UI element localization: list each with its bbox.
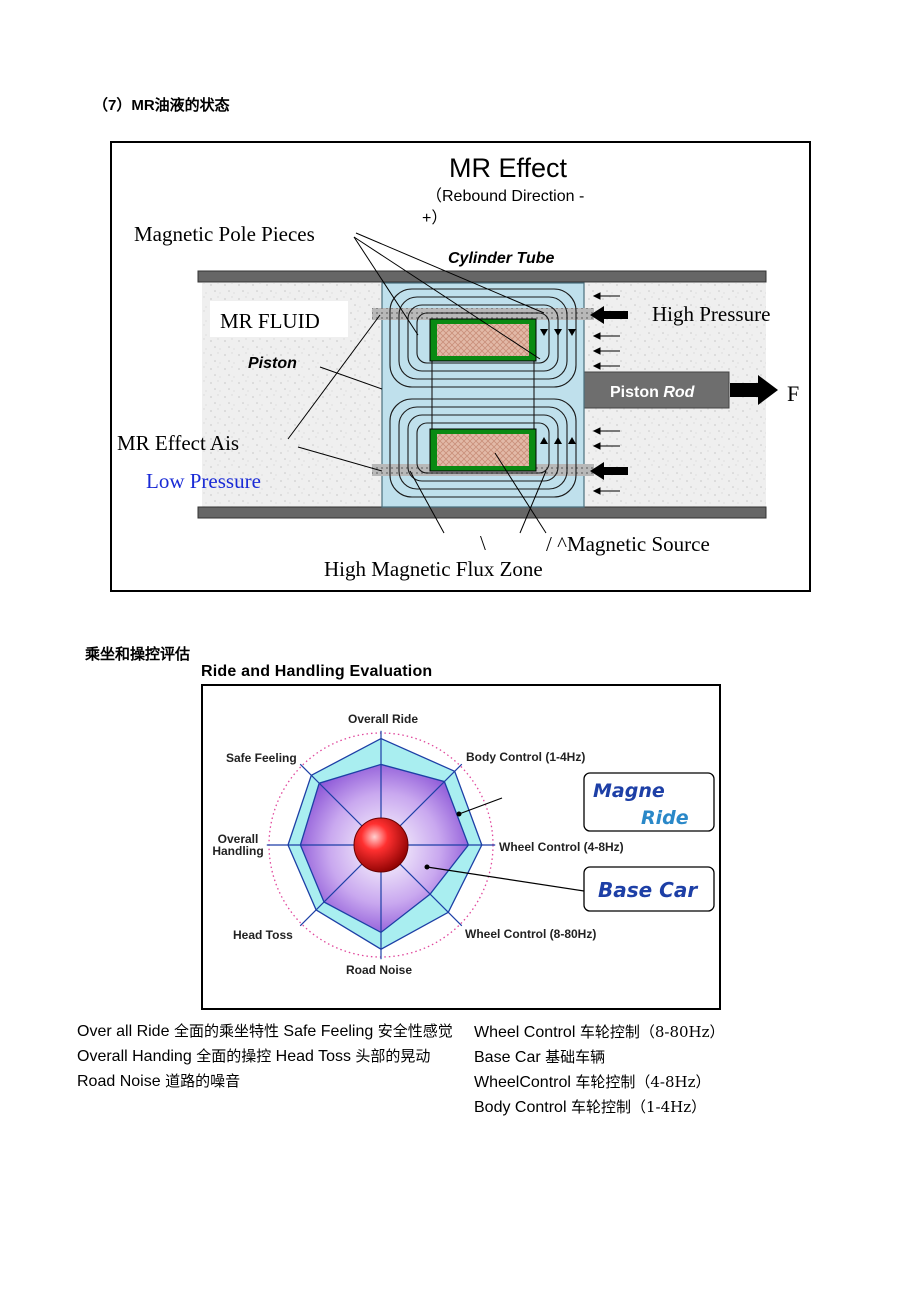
caption-zh-road-noise: 道路的噪音 xyxy=(165,1072,241,1090)
caption-en-overall-handing: Overall Handing xyxy=(77,1048,192,1065)
legend-dot-magneride xyxy=(456,811,462,817)
pressure-arrows xyxy=(592,292,620,495)
axis-head-toss: Head Toss xyxy=(233,928,293,942)
legend-magneride-box xyxy=(583,772,715,832)
radar-center-ball xyxy=(353,817,409,873)
low-pressure-arrow xyxy=(590,462,628,480)
caption-en-overall-ride: Over all Ride xyxy=(77,1023,170,1040)
axis-body-control: Body Control (1-4Hz) xyxy=(466,750,585,764)
caption-line: WheelControl 车轮控制（4-8Hz） xyxy=(474,1070,804,1095)
caption-zh-head-toss: 头部的晃动 xyxy=(355,1047,431,1065)
caption-zh-wheel-control-8-80: 车轮控制（8-80Hz） xyxy=(579,1023,725,1041)
cylinder-wall-top xyxy=(197,270,767,283)
caption-en-safe-feeling: Safe Feeling xyxy=(283,1023,374,1040)
radar-title: Ride and Handling Evaluation xyxy=(201,663,433,680)
force-arrow xyxy=(730,375,778,405)
legend-magneride-text-a: Magne xyxy=(593,780,665,802)
caption-zh-body-control: 车轮控制（1-4Hz） xyxy=(570,1098,707,1116)
label-mr-effect-axis: MR Effect Ais xyxy=(117,431,239,455)
legend-dot-basecar xyxy=(424,864,430,870)
label-magnetic-pole-pieces: Magnetic Pole Pieces xyxy=(134,222,315,246)
label-low-pressure: Low Pressure xyxy=(146,469,261,493)
leader-lines xyxy=(287,232,547,534)
caption-en-road-noise: Road Noise xyxy=(77,1073,161,1090)
caption-zh-overall-handing: 全面的操控 xyxy=(196,1047,272,1065)
axis-wheel-control-4-8: Wheel Control (4-8Hz) xyxy=(499,840,624,854)
legend-magneride-text-b: Ride xyxy=(641,807,689,829)
high-pressure-arrow xyxy=(590,306,628,324)
caption-line: Body Control 车轮控制（1-4Hz） xyxy=(474,1095,804,1120)
ride-handling-radar-chart: Overall Ride Body Control (1-4Hz) Wheel … xyxy=(201,684,721,1010)
cylinder-wall-bottom xyxy=(197,506,767,519)
label-piston: Piston xyxy=(248,355,297,372)
label-piston-rod: Piston Rod xyxy=(610,384,696,401)
legend-basecar-box xyxy=(583,866,715,912)
caption-zh-overall-ride: 全面的乘坐特性 xyxy=(173,1022,279,1040)
caption-zh-safe-feeling: 安全性感觉 xyxy=(377,1022,453,1040)
caption-en-body-control: Body Control xyxy=(474,1099,567,1116)
axis-road-noise: Road Noise xyxy=(346,963,412,977)
caption-zh-wheel-control-4-8: 车轮控制（4-8Hz） xyxy=(575,1073,711,1091)
caption-en-wheel-control-4-8: WheelControl xyxy=(474,1074,571,1091)
legend-connector-magneride xyxy=(458,797,503,815)
caption-en-base-car: Base Car xyxy=(474,1049,541,1066)
axis-overall: Overall xyxy=(218,832,259,846)
label-cylinder-tube: Cylinder Tube xyxy=(448,250,554,267)
label-backslash: \ xyxy=(480,531,486,555)
diagram-title: MR Effect xyxy=(449,153,568,183)
label-high-pressure: High Pressure xyxy=(652,302,770,326)
section-7-title: （7）MR油液的状态 xyxy=(93,97,230,114)
label-magnetic-source: / ^Magnetic Source xyxy=(546,532,710,556)
coil-top xyxy=(437,324,529,356)
mr-fluid-box xyxy=(210,301,348,337)
axis-wheel-control-8-80: Wheel Control (8-80Hz) xyxy=(465,927,596,941)
section-ride-title: 乘坐和操控评估 xyxy=(85,646,191,663)
axis-handling: Handling xyxy=(212,844,263,858)
coil-bottom xyxy=(437,434,529,466)
caption-left: Over all Ride 全面的乘坐特性 Safe Feeling 安全性感觉… xyxy=(77,1019,469,1094)
legend-basecar-text: Base Car xyxy=(598,878,698,902)
label-force: F xyxy=(787,381,799,406)
mr-effect-diagram: MR Effect （Rebound Direction - +） Magnet… xyxy=(110,141,811,592)
caption-zh-base-car: 基础车辆 xyxy=(545,1048,606,1066)
axis-overall-ride: Overall Ride xyxy=(348,712,418,726)
caption-right: Wheel Control 车轮控制（8-80Hz） Base Car 基础车辆… xyxy=(474,1020,804,1120)
flux-lines xyxy=(389,288,577,498)
diagram-subtitle-2: +） xyxy=(422,209,447,227)
label-flux-zone: High Magnetic Flux Zone xyxy=(324,557,543,581)
diagram-subtitle-1: （Rebound Direction - xyxy=(426,187,584,205)
legend-connector-basecar xyxy=(426,866,585,892)
seal-top xyxy=(372,308,594,320)
label-mr-fluid: MR FLUID xyxy=(220,309,320,333)
flux-arrows xyxy=(540,329,576,444)
caption-line: Wheel Control 车轮控制（8-80Hz） xyxy=(474,1020,804,1045)
caption-en-head-toss: Head Toss xyxy=(275,1048,351,1065)
axis-safe-feeling: Safe Feeling xyxy=(226,751,297,765)
caption-line: Base Car 基础车辆 xyxy=(474,1045,804,1070)
caption-en-wheel-control-8-80: Wheel Control xyxy=(474,1024,576,1041)
